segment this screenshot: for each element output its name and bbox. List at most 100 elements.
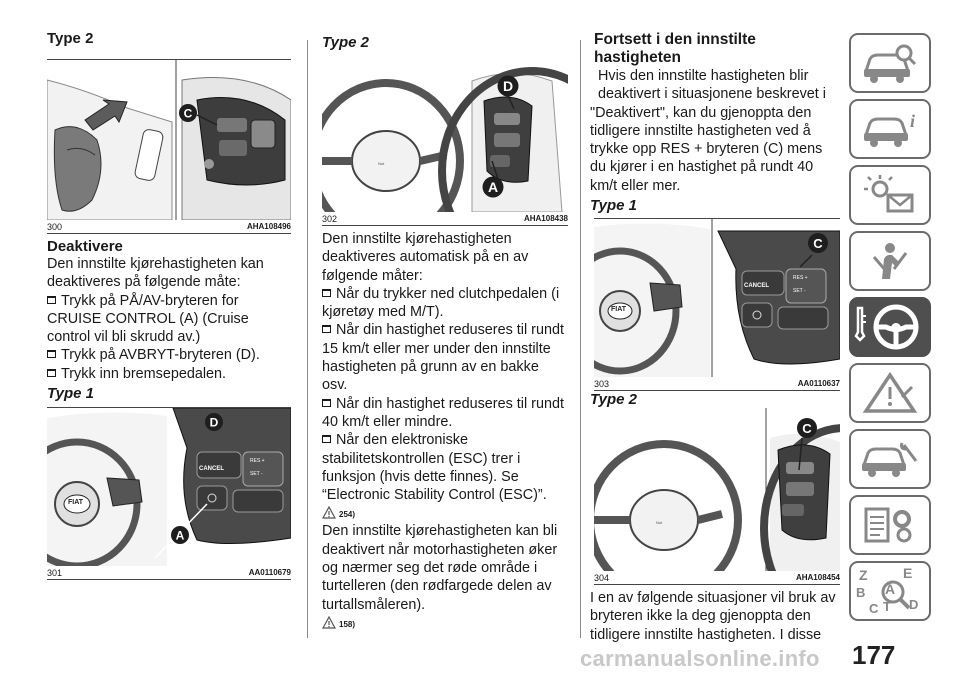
- paragraph: Den innstilte kjørehastigheten kan bli d…: [322, 523, 558, 613]
- switch-label-set: SET -: [793, 288, 806, 295]
- chapter-tab-dashboard[interactable]: [849, 33, 931, 93]
- callout-label: C: [813, 236, 823, 251]
- fiat-logo: FIAT: [68, 499, 84, 507]
- divider: [47, 59, 291, 60]
- column-3: Fortsett i den innstilte hastigheten Hvi…: [560, 0, 928, 644]
- callout-d: D: [497, 75, 519, 102]
- index-letter: E: [903, 565, 913, 581]
- callout-label: C: [802, 421, 812, 436]
- heading-type1: Type 1: [47, 385, 94, 403]
- bullet-item: Trykk på AVBRYT-bryteren (D).: [47, 346, 291, 364]
- warning-ref: 158): [322, 615, 568, 629]
- steering-wheel-illustration: [13, 407, 292, 570]
- callout-a: A: [171, 526, 189, 549]
- specs-gear-icon: [864, 507, 912, 543]
- steering-switch-illustration: [46, 60, 292, 221]
- bullet-item: Når din hastighet reduseres til rundt 15…: [322, 321, 568, 394]
- paragraph-intro: Den innstilte kjørehastigheten deaktiver…: [322, 231, 529, 284]
- chapter-tab-lights[interactable]: [849, 165, 931, 225]
- figure-303: CANCEL RES + SET - FIAT C: [560, 219, 841, 378]
- index-letter: C: [869, 601, 879, 616]
- chapter-tab-starting-driving[interactable]: [849, 297, 931, 357]
- bullet-item: Trykk inn bremsepedalen.: [47, 365, 291, 383]
- chapter-tab-safety[interactable]: [849, 231, 931, 291]
- paragraph-indented: Hvis den innstilte hastigheten blir deak…: [598, 68, 826, 103]
- chapter-tab-maintenance[interactable]: [849, 429, 931, 489]
- index-letter: Z: [859, 567, 868, 583]
- callout-a: A: [482, 176, 504, 203]
- index-letter: D: [909, 597, 919, 612]
- divider: [322, 225, 568, 226]
- watermark: carmanualsonline.info: [580, 646, 820, 671]
- bullet-item: Når din hastighet reduseres til rundt 40…: [322, 395, 568, 432]
- callout-label: A: [176, 529, 185, 543]
- svg-text:Nut: Nut: [378, 161, 385, 166]
- steering-wheel-illustration: Nut: [308, 67, 626, 275]
- callout-c: C: [808, 233, 828, 258]
- bullet-item: Når den elektroniske stabilitetskontroll…: [322, 431, 568, 504]
- svg-text:i: i: [910, 111, 915, 131]
- divider: [594, 218, 840, 220]
- column-separator: [307, 40, 308, 638]
- callout-c: C: [797, 418, 817, 443]
- key-steering-wheel-icon: [854, 304, 919, 350]
- callout-d: D: [205, 413, 223, 436]
- heading-deaktivere: Deaktivere: [47, 238, 123, 255]
- chapter-sidebar: i Z E A B C T D: [849, 33, 933, 627]
- callout-label: A: [488, 179, 498, 195]
- divider: [47, 407, 291, 409]
- index-letter: B: [856, 585, 866, 600]
- chapter-tab-vehicle[interactable]: i: [849, 99, 931, 159]
- index-letter: T: [883, 599, 891, 614]
- switch-label-set: SET -: [250, 471, 263, 478]
- heading-type2: Type 2: [47, 30, 94, 47]
- paragraph: I en av følgende situasjoner vil bruk av…: [590, 590, 836, 643]
- chapter-tab-index[interactable]: Z E A B C T D: [849, 561, 931, 621]
- switch-label-res: RES +: [793, 275, 808, 282]
- paragraph: "Deaktivert", kan du gjenoppta den tidli…: [590, 104, 823, 194]
- svg-text:Nut: Nut: [656, 520, 663, 525]
- figure-301: CANCEL RES + SET - FIAT D A: [13, 407, 292, 570]
- switch-label-cancel: CANCEL: [744, 283, 769, 290]
- section-heading: Fortsett i den innstilte hastigheten: [594, 31, 756, 66]
- paragraph-intro: Den innstilte kjørehastigheten kan deakt…: [47, 256, 264, 291]
- bullet-item: Når du trykker ned clutchpedalen (i kjør…: [322, 285, 568, 322]
- bullet-item: Trykk på PÅ/AV-bryteren for CRUISE CONTR…: [47, 292, 291, 347]
- warning-triangle-icon: [322, 506, 336, 520]
- chapter-tab-emergency[interactable]: [849, 363, 931, 423]
- page-number: 177: [852, 640, 896, 670]
- car-info-icon: i: [863, 111, 915, 147]
- car-wrench-icon: [861, 442, 918, 477]
- warning-triangle-icon: [322, 615, 336, 629]
- callout-label: D: [503, 78, 513, 94]
- switch-label-cancel: CANCEL: [199, 466, 224, 473]
- heading-type2: Type 2: [590, 391, 637, 409]
- airbag-seat-icon: [872, 243, 908, 279]
- index-search-icon: [881, 580, 911, 610]
- heading-type1: Type 1: [590, 197, 637, 215]
- switch-label-res: RES +: [250, 458, 265, 465]
- figure-302: Nut D A: [308, 51, 626, 275]
- heading-type2: Type 2: [322, 34, 369, 51]
- warning-ref: 254): [322, 506, 568, 519]
- lights-message-icon: [864, 175, 914, 213]
- divider: [47, 233, 291, 234]
- divider: [594, 584, 840, 586]
- steering-wheel-illustration: [560, 219, 841, 378]
- callout-label: D: [210, 416, 219, 430]
- car-search-icon: [863, 44, 917, 83]
- callout-c: C: [179, 104, 197, 127]
- column-separator: [580, 40, 581, 638]
- divider: [47, 579, 291, 581]
- figure-300: C: [46, 60, 292, 221]
- index-letter: A: [885, 581, 896, 597]
- fiat-logo: FIAT: [611, 306, 627, 314]
- callout-label: C: [184, 107, 193, 121]
- chapter-tab-technical-data[interactable]: [849, 495, 931, 555]
